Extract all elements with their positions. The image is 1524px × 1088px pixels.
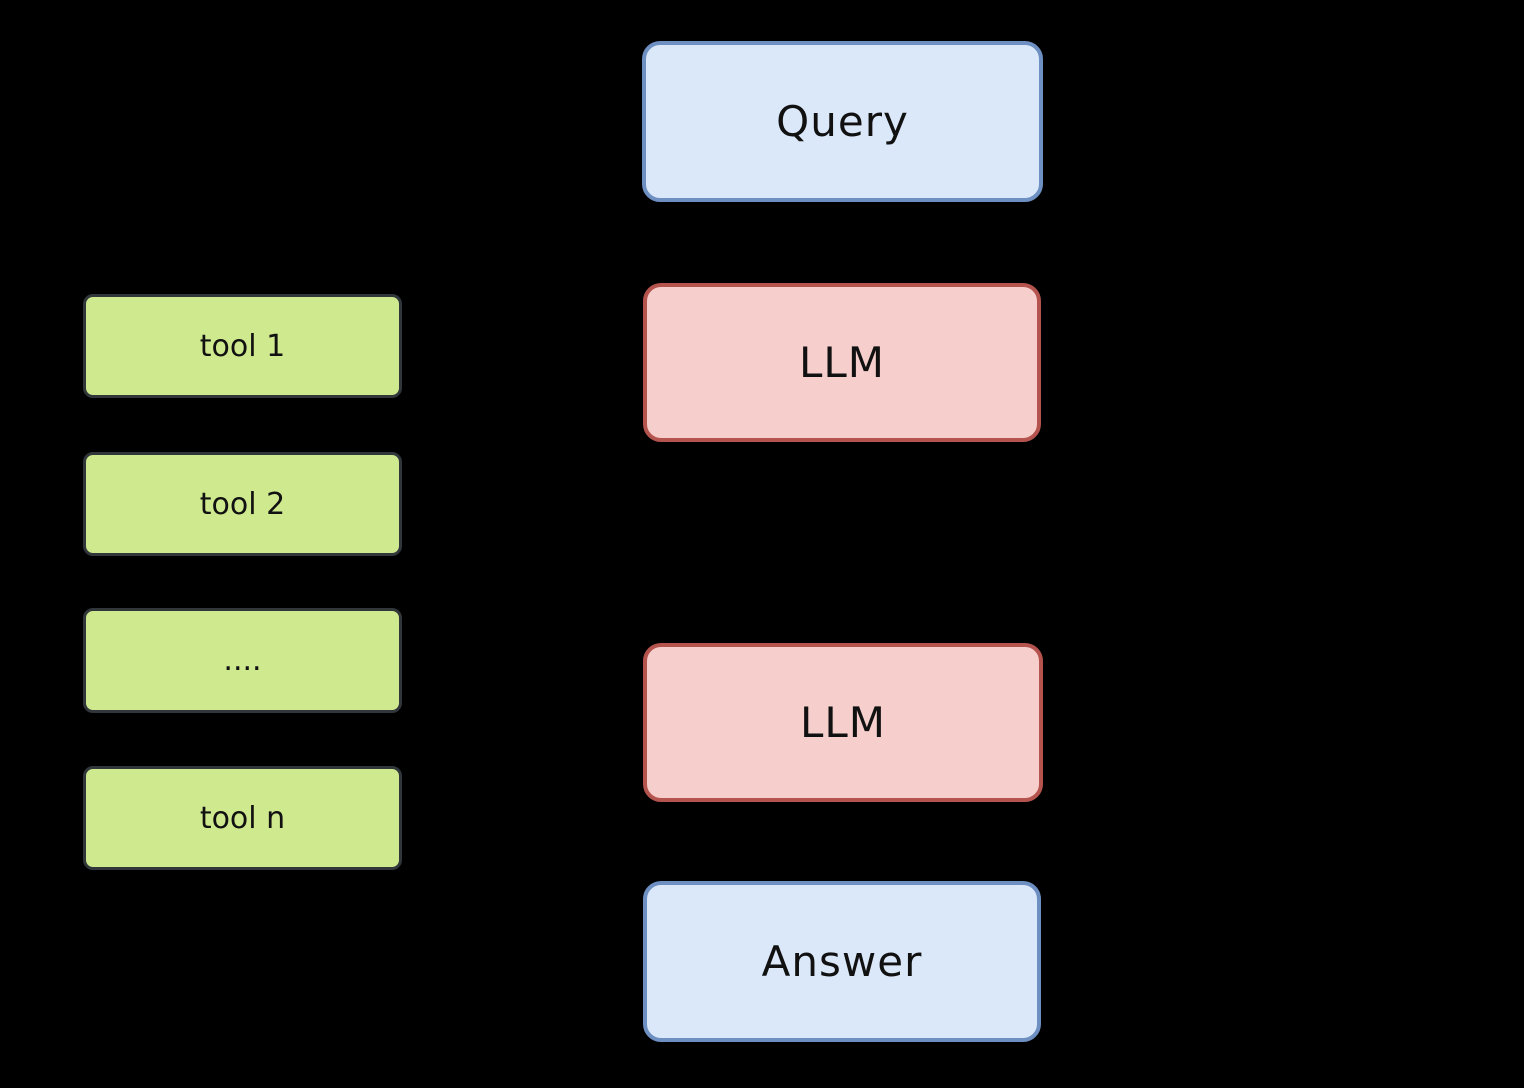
llm-bottom-node-label: LLM (799, 698, 887, 747)
answer-node: Answer (643, 881, 1041, 1042)
tool-n-node: tool n (83, 766, 402, 870)
llm-top-node: LLM (643, 283, 1041, 442)
query-node: Query (642, 41, 1043, 202)
llm-bottom-node: LLM (643, 643, 1043, 802)
tool-ellipsis-node-label: .... (223, 643, 262, 678)
llm-top-node-label: LLM (798, 338, 886, 387)
answer-node-label: Answer (761, 937, 923, 986)
tool-2-node-label: tool 2 (199, 486, 286, 522)
tool-n-node-label: tool n (199, 800, 286, 836)
tool-1-node-label: tool 1 (199, 328, 286, 364)
tool-1-node: tool 1 (83, 294, 402, 398)
tool-2-node: tool 2 (83, 452, 402, 556)
query-node-label: Query (776, 97, 909, 146)
tool-ellipsis-node: .... (83, 608, 402, 713)
